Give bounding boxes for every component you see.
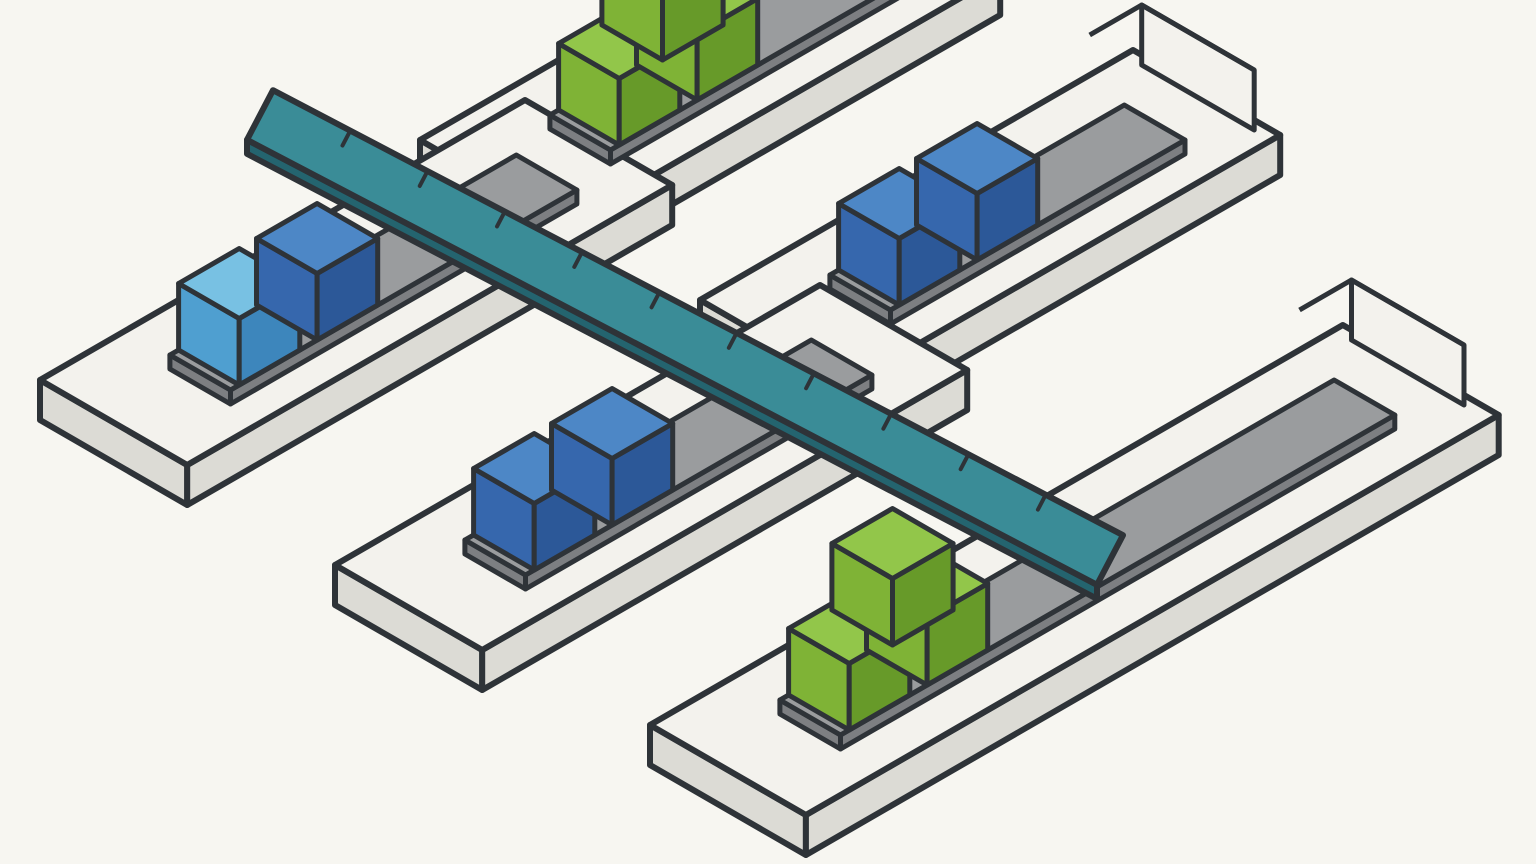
lane-3-cube-3-left-face — [599, 0, 665, 63]
ruler-tick-2 — [417, 169, 430, 188]
measuring-ruler — [244, 87, 1126, 602]
lane-4-cube-2-top-face — [914, 121, 1041, 196]
lane-4-cube-2 — [914, 121, 1041, 263]
cubes-layer — [176, 0, 1041, 733]
lane-5-cube-3-top-face — [829, 506, 956, 581]
lane-5-bin-rim — [1298, 277, 1466, 348]
lane-4-end-bin — [1088, 2, 1257, 133]
lane-5-end-bin — [1298, 277, 1467, 408]
lane-4-bin-rim — [1088, 2, 1256, 73]
ruler-tick-7 — [804, 371, 816, 391]
ruler-tick-5 — [649, 290, 662, 310]
lane-5-cube-3 — [829, 506, 956, 648]
ruler-tick-4 — [572, 250, 585, 269]
ruler-top — [244, 87, 1126, 588]
ruler-tick-10 — [1035, 492, 1048, 512]
lane-1-cube-2-top-face — [254, 201, 381, 276]
lane-3-cube-3-right-face — [660, 0, 726, 63]
lane-2-cube-2-top-face — [549, 386, 676, 461]
ruler-tick-8 — [881, 411, 894, 431]
lane-1-cube-2 — [254, 201, 381, 343]
lane-3-cube-3 — [599, 0, 726, 63]
lane-2-cube-2 — [549, 386, 676, 528]
ruler-tick-3 — [495, 209, 507, 229]
ruler-tick-1 — [340, 128, 353, 148]
ruler-tick-6 — [726, 330, 739, 350]
ruler-tick-9 — [958, 452, 971, 472]
